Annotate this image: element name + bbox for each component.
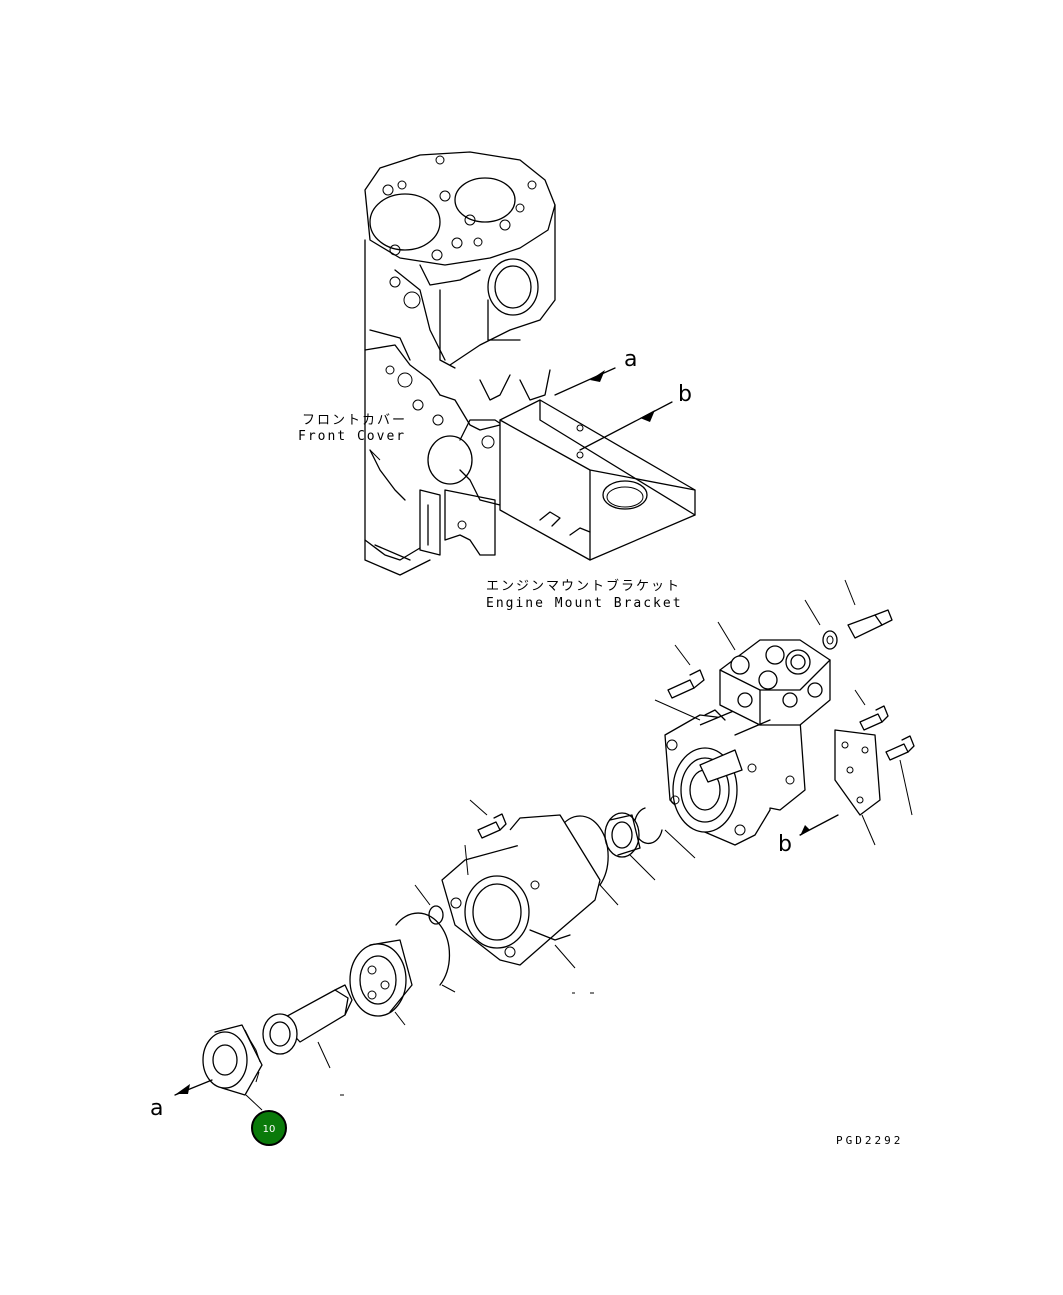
ref-letter-b-upper: b <box>678 382 692 407</box>
ref-arrow-b-upper <box>579 401 673 451</box>
engine-mount-label-en: Engine Mount Bracket <box>486 596 683 611</box>
callout-10[interactable]: 10 <box>251 1110 287 1146</box>
front-cover-label-en: Front Cover <box>298 429 406 444</box>
ref-letter-a-lower: a <box>150 1096 163 1121</box>
engine-mount-label-jp: エンジンマウントブラケット <box>486 578 681 594</box>
air-compressor <box>664 639 831 846</box>
ref-arrow-a-lower <box>174 1079 213 1096</box>
callout-10-circle[interactable] <box>251 1110 287 1146</box>
front-cover-leader <box>369 449 381 461</box>
drawing-code: PGD2292 <box>836 1134 903 1147</box>
ref-arrow-a-upper <box>554 367 616 396</box>
drive-assembly <box>202 799 656 1111</box>
front-cover-label-jp: フロントカバー <box>302 413 407 428</box>
engine-block <box>364 151 696 576</box>
ref-letter-a-upper: a <box>624 347 637 372</box>
compressor-fittings <box>633 579 915 859</box>
ref-letter-b-lower: b <box>778 832 792 857</box>
ref-arrow-b-lower <box>799 814 839 836</box>
callout-10-number[interactable]: 10 <box>263 1124 276 1135</box>
